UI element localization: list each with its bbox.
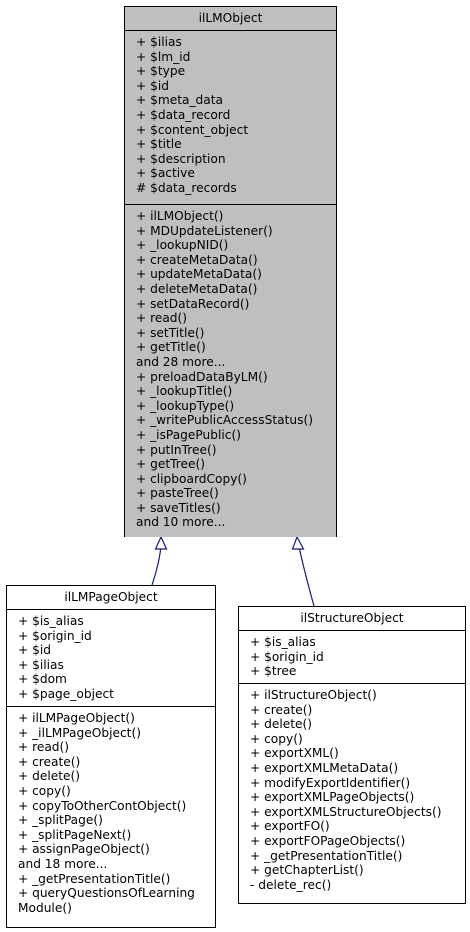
class-name-ilstructureobject: ilStructureObject [239,607,465,631]
member-line: + $id [136,78,169,93]
member-line: + $dom [18,672,67,687]
member-line: and 10 more... [136,515,226,530]
member-line: and 28 more... [136,354,226,369]
methods-section: + ilLMPageObject()+ _ilLMPageObject()+ r… [7,707,215,919]
member-line: + exportXML() [250,746,339,761]
class-box-illmobject: ilLMObject + $ilias+ $lm_id+ $type+ $id+… [124,6,337,537]
arrowhead-structure-to-base [291,535,305,550]
member-line: + modifyExportIdentifier() [250,775,411,790]
member-line: + copy() [250,731,303,746]
member-line: + updateMetaData() [136,267,262,282]
member-line: + _isPagePublic() [136,427,241,442]
member-line: + copy() [18,783,71,798]
member-line: + setDataRecord() [136,296,250,311]
member-line: + deleteMetaData() [136,281,258,296]
member-line: + $id [18,643,51,658]
member-line: + getChapterList() [250,863,364,878]
member-line: + saveTitles() [136,500,221,515]
member-line: + _getPresentationTitle() [18,871,171,886]
member-line: + preloadDataByLM() [136,369,268,384]
member-line: + exportFO() [250,819,330,834]
attributes-section: + $is_alias+ $origin_id+ $id+ $ilias+ $d… [7,610,215,707]
class-name-illmpageobject: ilLMPageObject [7,586,215,610]
member-line: + $page_object [18,686,114,701]
member-line: + _getPresentationTitle() [250,848,403,863]
member-line: + queryQuestionsOfLearning [18,886,195,901]
member-line: - delete_rec() [250,877,332,892]
class-box-illmpageobject: ilLMPageObject + $is_alias+ $origin_id+ … [6,585,216,928]
class-box-ilstructureobject: ilStructureObject + $is_alias+ $origin_i… [238,606,466,904]
member-line: + $lm_id [136,49,191,64]
member-line: + pasteTree() [136,486,219,501]
member-line: + _writePublicAccessStatus() [136,413,313,428]
member-line: + create() [18,754,81,769]
member-line: + _lookupType() [136,398,235,413]
member-line: + exportXMLMetaData() [250,760,399,775]
attributes-section: + $is_alias+ $origin_id+ $tree [239,631,465,684]
member-line: + $title [136,137,182,152]
member-line: + setTitle() [136,325,205,340]
member-line: + _splitPageNext() [18,827,132,842]
member-line: + $origin_id [18,628,92,643]
edge-structure-to-base [298,546,315,607]
member-line: + $content_object [136,122,249,137]
member-line: and 18 more... [18,856,108,871]
member-line: + putInTree() [136,442,217,457]
member-line: + MDUpdateListener() [136,223,273,238]
member-line: + exportFOPageObjects() [250,833,406,848]
member-line: + delete() [250,717,312,732]
arrowhead-page-to-base [154,535,168,550]
member-line: + ilLMPageObject() [18,711,135,725]
member-line: + $tree [250,664,297,679]
methods-section: + ilLMObject()+ MDUpdateListener()+ _loo… [125,205,336,537]
member-line: + _ilLMPageObject() [18,725,141,740]
member-line: + $type [136,64,186,79]
member-line: Module() [18,900,72,915]
member-line: + _lookupTitle() [136,384,233,399]
member-line: + createMetaData() [136,252,258,267]
member-line: + $description [136,151,226,166]
attributes-section: + $ilias+ $lm_id+ $type+ $id+ $meta_data… [125,31,336,205]
edge-page-to-base [151,545,162,586]
member-line: + $data_record [136,107,231,122]
member-line: # $data_records [136,180,237,195]
member-line: + $is_alias [250,635,316,649]
member-line: + assignPageObject() [18,842,150,857]
member-line: + copyToOtherContObject() [18,798,187,813]
member-line: + ilLMObject() [136,209,224,223]
member-line: + exportXMLStructureObjects() [250,804,442,819]
member-line: + _lookupNID() [136,238,229,253]
methods-section: + ilStructureObject()+ create()+ delete(… [239,684,465,896]
member-line: + clipboardCopy() [136,471,247,486]
member-line: + $active [136,166,195,181]
member-line: + _splitPage() [18,813,103,828]
member-line: + read() [18,740,70,755]
member-line: + getTree() [136,457,205,472]
member-line: + $ilias [18,657,64,672]
member-line: + create() [250,702,313,717]
member-line: + $ilias [136,35,182,49]
member-line: + ilStructureObject() [250,688,377,702]
member-line: + $meta_data [136,93,224,108]
member-line: + $origin_id [250,649,324,664]
member-line: + delete() [18,769,80,784]
member-line: + getTitle() [136,340,206,355]
member-line: + $is_alias [18,614,84,628]
class-name-illmobject: ilLMObject [125,7,336,31]
member-line: + read() [136,311,188,326]
member-line: + exportXMLPageObjects() [250,790,415,805]
